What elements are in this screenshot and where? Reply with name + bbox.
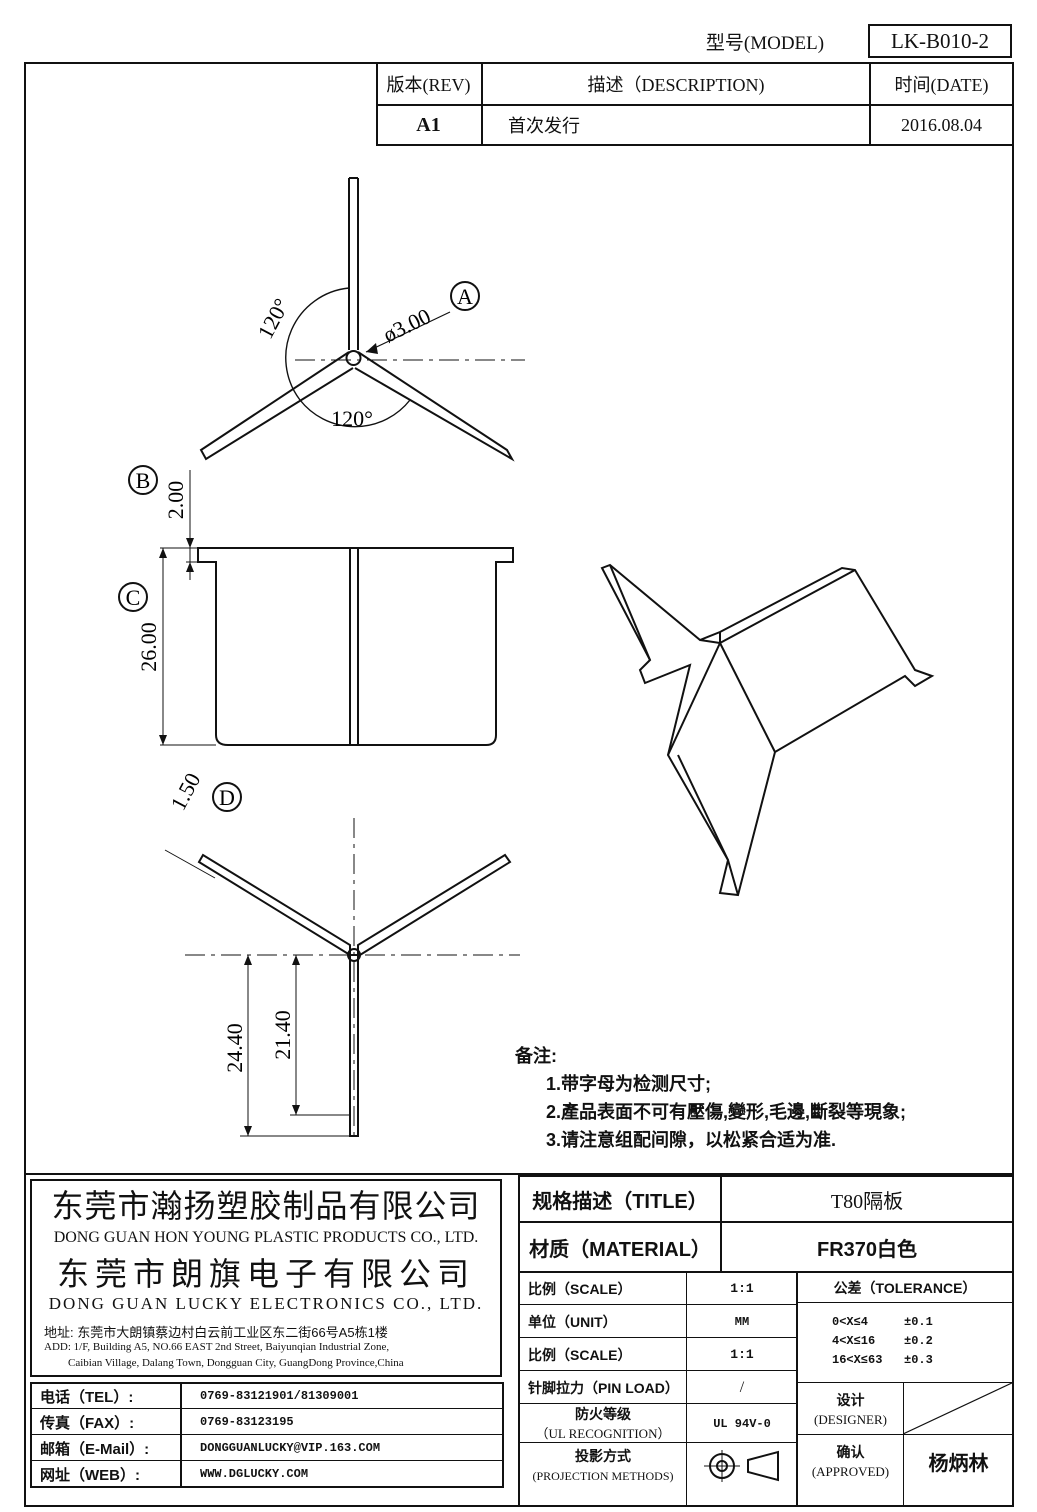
spec-scale-label: 比例（SCALE） [528,1280,632,1297]
tolerance-range: 4<X≤16 [832,1334,876,1348]
note-3: 3.请注意组配间隙，以松紧合适为准. [546,1130,837,1150]
contact-tel-value: 0769-83121901/81309001 [200,1389,359,1403]
company-address-en-1: ADD: 1/F, Building A5, NO.66 EAST 2nd St… [44,1341,390,1353]
company-address-cn: 地址: 东莞市大朗镇蔡边村白云前工业区东二街66号A5栋1楼 [44,1325,388,1340]
marker-d: D [219,785,235,810]
desc-value: 首次发行 [508,116,580,136]
angle-top-label: 120° [253,294,295,343]
tolerance-value: ±0.3 [904,1353,933,1367]
marker-b: B [136,468,151,493]
company-name-cn-1: 东莞市瀚扬塑胶制品有限公司 [51,1188,481,1224]
spec-material-label: 材质（MATERIAL） [529,1238,711,1261]
company-address-en-2: Caibian Village, Dalang Town, Dongguan C… [68,1357,404,1369]
contact-fax-label: 传真（FAX）: [40,1414,135,1432]
spec-table [518,1175,1014,1507]
spec-tolerance-label: 公差（TOLERANCE） [833,1279,977,1296]
spec-designer-label-1: 设计 [836,1392,865,1408]
spec-approved-label-1: 确认 [836,1444,865,1460]
spec-ul-value: UL 94V-0 [713,1416,771,1431]
tolerance-value: ±0.2 [904,1334,933,1348]
date-value: 2016.08.04 [901,114,982,135]
spec-ul-label-1: 防火等级 [575,1406,631,1422]
spec-designer-label-2: (DESIGNER) [814,1412,887,1427]
spec-approved-label-2: (APPROVED) [811,1464,890,1479]
spec-title-label: 规格描述（TITLE） [532,1190,708,1213]
note-1: 1.带字母为检测尺寸; [546,1074,712,1094]
rev-value: A1 [416,113,441,136]
tolerance-value: ±0.1 [904,1315,933,1329]
date-header: 时间(DATE) [894,75,989,95]
technical-drawing: A B C D 120° 120° ø3.00 2.00 26.00 1.50 … [118,177,935,1137]
spec-ul-label-2: （UL RECOGNITION） [535,1425,671,1441]
contact-email-value: DONGGUANLUCKY@VIP.163.COM [200,1441,381,1455]
spec-unit-value: MM [734,1314,750,1329]
contact-web-label: 网址（WEB）: [40,1466,140,1484]
notes-title: 备注: [515,1046,557,1066]
contact-web-value: WWW.DGLUCKY.COM [200,1467,309,1481]
spec-projection-label-1: 投影方式 [575,1448,631,1464]
tolerance-range: 0<X≤4 [832,1315,869,1329]
contact-fax-value: 0769-83123195 [200,1415,294,1429]
dim-e2-label: 21.40 [270,1010,295,1060]
dim-d-label: 1.50 [165,769,205,815]
spec-projection-label-2: (PROJECTION METHODS) [532,1468,674,1483]
spec-scale2-value: 1:1 [730,1347,754,1362]
desc-header: 描述（DESCRIPTION) [587,75,765,95]
tolerance-range: 16<X≤63 [832,1353,883,1367]
tolerance-row: 4<X≤16 ±0.2 [832,1334,933,1348]
dim-c-label: 26.00 [136,622,161,672]
spec-material-value: FR370白色 [816,1238,918,1261]
marker-c: C [126,585,141,610]
tolerance-row: 0<X≤4 ±0.1 [832,1315,933,1329]
spec-scale2-label: 比例（SCALE） [528,1346,632,1363]
contact-table [30,1382,504,1488]
rev-header: 版本(REV) [386,75,471,95]
marker-a: A [457,284,473,309]
company-name-en-2: DONG GUAN LUCKY ELECTRONICS CO., LTD. [48,1294,484,1313]
projection-symbol-icon [704,1450,779,1482]
dim-e1-label: 24.40 [222,1023,247,1073]
spec-scale-value: 1:1 [730,1281,754,1296]
diameter-label: ø3.00 [379,303,434,347]
spec-pin-label: 针脚拉力（PIN LOAD） [528,1379,679,1396]
tolerance-row: 16<X≤63 ±0.3 [832,1353,933,1367]
company-name-en-1: DONG GUAN HON YOUNG PLASTIC PRODUCTS CO.… [53,1229,479,1246]
spec-pin-value: / [739,1378,745,1396]
note-2: 2.產品表面不可有壓傷,變形,毛邊,斷裂等現象; [546,1102,907,1122]
model-label: 型号(MODEL) [705,32,825,54]
contact-email-label: 邮箱（E-Mail）: [40,1440,150,1458]
spec-title-value: T80隔板 [830,1190,904,1213]
angle-bottom-label: 120° [331,406,373,431]
designer-blank-slash [903,1382,1014,1434]
dim-b-label: 2.00 [163,481,188,520]
model-value: LK-B010-2 [868,24,1012,58]
spec-approved-value: 杨炳林 [928,1452,989,1475]
spec-unit-label: 单位（UNIT） [528,1313,617,1330]
contact-tel-label: 电话（TEL）: [40,1388,134,1406]
company-name-cn-2: 东莞市朗旗电子有限公司 [56,1256,475,1292]
company-box [30,1179,502,1377]
